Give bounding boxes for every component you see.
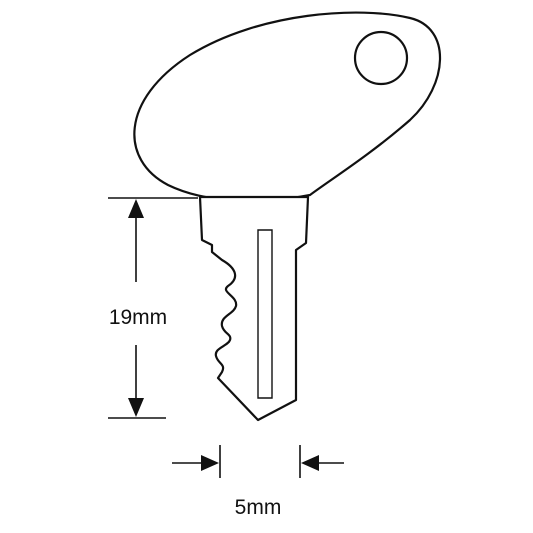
width-arrow-left-icon xyxy=(301,455,319,471)
key-blade-groove xyxy=(257,229,273,399)
width-arrow-right-icon xyxy=(201,455,219,471)
key-blade xyxy=(198,195,310,422)
height-arrow-down-icon xyxy=(128,398,144,417)
height-label: 19mm xyxy=(109,306,167,329)
key-blade-outline xyxy=(198,195,310,422)
width-label: 5mm xyxy=(235,496,282,519)
width-dimension: 5mm xyxy=(172,445,344,519)
height-dimension: 19mm xyxy=(108,197,198,419)
height-arrow-up-icon xyxy=(128,199,144,218)
key-head xyxy=(133,11,442,203)
key-ring-hole xyxy=(353,30,409,86)
